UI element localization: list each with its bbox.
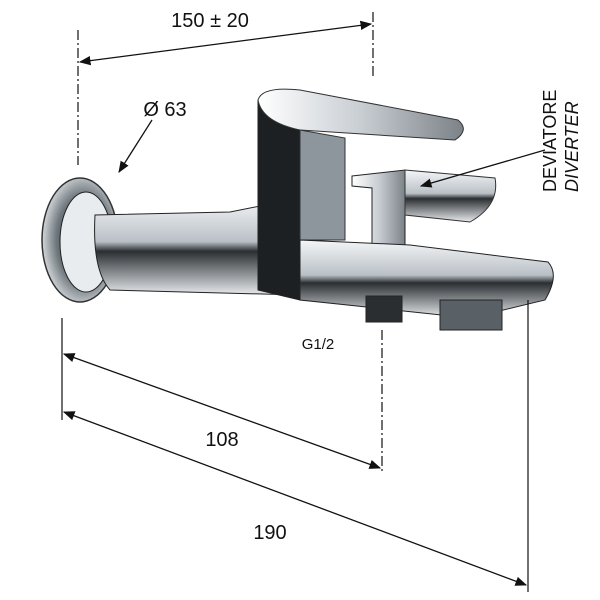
dim-190-label: 190 xyxy=(253,522,286,544)
diverter-leader xyxy=(419,149,546,188)
faucet-body xyxy=(257,99,301,301)
inlet-nut xyxy=(365,295,403,323)
diverter-knob xyxy=(351,169,406,253)
diverter-label-en: DIVERTER xyxy=(562,101,582,192)
dim-108-label: 108 xyxy=(205,429,238,451)
dim-150-line xyxy=(78,20,373,66)
dimension-arrows xyxy=(62,20,546,586)
connection-label: G1/2 xyxy=(302,336,335,353)
diverter-label-it: DEVIATORE xyxy=(540,90,560,192)
spout xyxy=(299,239,554,319)
lever-handle xyxy=(257,88,464,141)
diameter-leader xyxy=(118,119,153,173)
dim-150-label: 150 ± 20 xyxy=(171,10,249,32)
extension-lines xyxy=(61,12,529,592)
faucet-illustration xyxy=(41,88,554,331)
dim-190-line xyxy=(62,411,528,586)
diameter-label: Ø 63 xyxy=(143,99,186,121)
